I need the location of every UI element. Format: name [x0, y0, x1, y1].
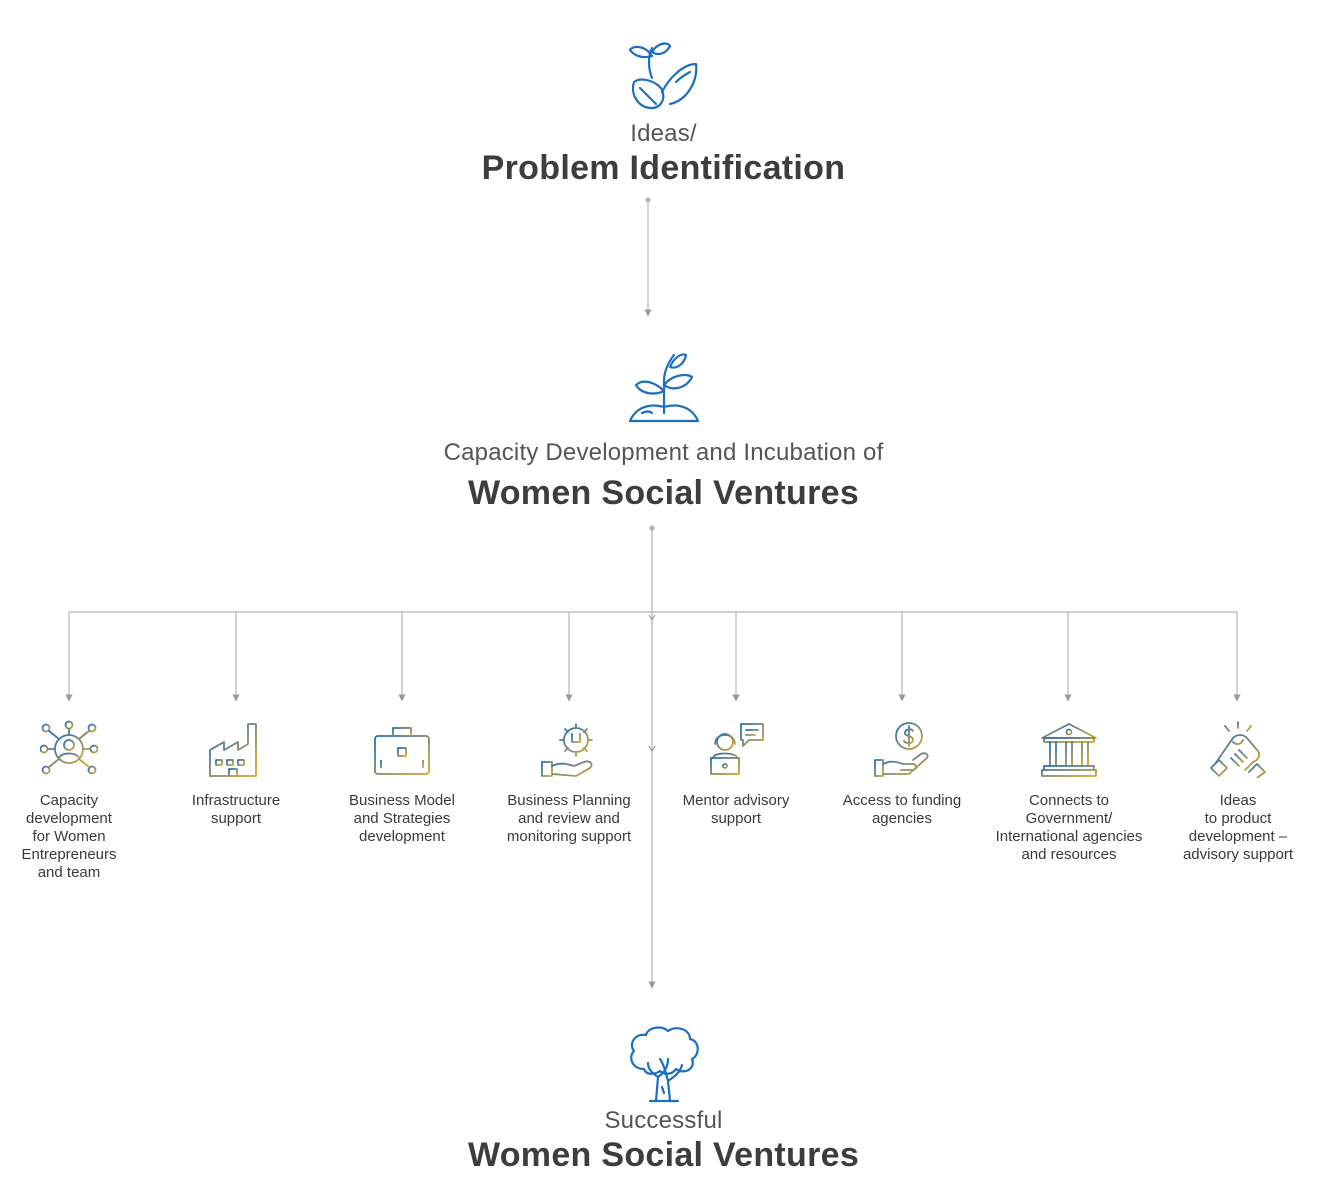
service-capacity-development: Capacity development for Women Entrepren…: [9, 720, 129, 882]
mentor-laptop-icon: [710, 723, 764, 775]
service-business-planning: Business Planning and review and monitor…: [499, 720, 639, 846]
service-label: Business Planning and review and monitor…: [506, 792, 632, 845]
government-building-icon: [1041, 723, 1097, 777]
service-label: Mentor advisory support: [682, 792, 790, 827]
gear-hand-icon: [541, 723, 593, 777]
service-funding: Access to funding agencies: [837, 720, 967, 828]
factory-icon: [209, 723, 257, 777]
dollar-hand-icon: [874, 722, 929, 777]
person-network-icon: [40, 720, 98, 775]
service-label: Connects to Government/ International ag…: [995, 792, 1143, 863]
tree-icon: [629, 1026, 699, 1103]
stage-problem-identification: Ideas/ Problem Identification: [0, 38, 1327, 188]
bottom-stage-title: Women Social Ventures: [467, 1136, 860, 1174]
service-label: Capacity development for Women Entrepren…: [21, 792, 117, 881]
plant-growing-icon: [628, 353, 699, 423]
bottom-stage-pre-title: Successful: [604, 1107, 723, 1134]
service-idea-to-product: Ideas to product development – advisory …: [1173, 720, 1303, 864]
top-stage-title: Problem Identification: [481, 149, 846, 187]
handshake-icon: [1210, 721, 1266, 778]
stage-successful-ventures: Successful Women Social Ventures: [0, 1025, 1327, 1175]
stage-incubation: Capacity Development and Incubation of W…: [0, 351, 1327, 513]
service-government: Connects to Government/ International ag…: [993, 720, 1145, 864]
service-label: Business Model and Strategies developmen…: [349, 792, 455, 845]
service-infrastructure: Infrastructure support: [176, 720, 296, 828]
service-label: Infrastructure support: [191, 792, 281, 827]
middle-stage-title: Women Social Ventures: [467, 474, 860, 512]
top-stage-pre-title: Ideas/: [630, 120, 697, 147]
sprout-in-hands-icon: [628, 42, 697, 110]
service-mentor: Mentor advisory support: [671, 720, 801, 828]
service-label: Ideas to product development – advisory …: [1182, 792, 1294, 863]
middle-stage-pre-title: Capacity Development and Incubation of: [443, 439, 884, 466]
service-business-model: Business Model and Strategies developmen…: [337, 720, 467, 846]
service-label: Access to funding agencies: [842, 792, 962, 827]
briefcase-icon: [374, 727, 430, 775]
